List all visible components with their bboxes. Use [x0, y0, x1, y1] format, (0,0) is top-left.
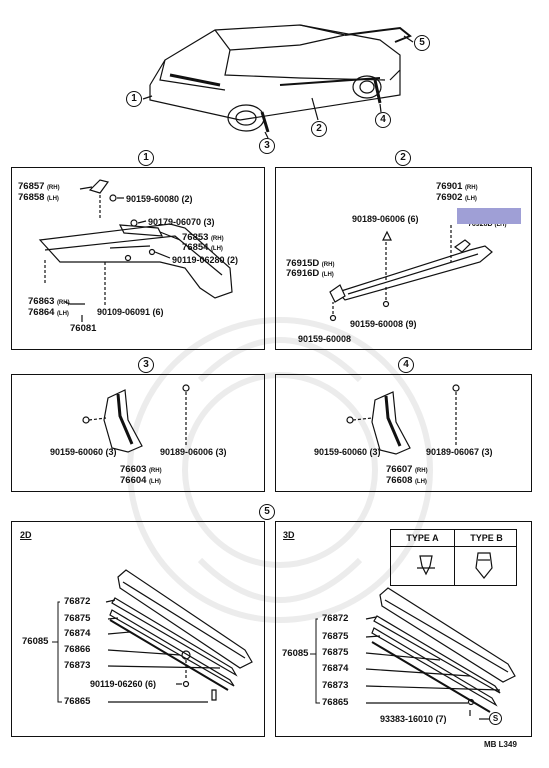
panel-2-callout: 2 [395, 150, 411, 166]
bolt-90119-06260[interactable]: 90119-06260 (6) [90, 679, 157, 689]
part-76873[interactable]: 76873 [64, 660, 91, 671]
part-76604[interactable]: 76604 (LH) [120, 475, 161, 486]
panel-1-callout: 1 [138, 150, 154, 166]
group-76085[interactable]: 76085 [22, 636, 49, 647]
screw-90159-60060[interactable]: 90159-60060 (3) [314, 447, 381, 457]
panel-4-callout: 4 [398, 357, 414, 373]
part-76853[interactable]: 76853 (RH) [182, 232, 224, 243]
scuff-plate-3d-art [365, 552, 516, 720]
panel-rocker [275, 167, 532, 350]
car-overview [142, 24, 414, 139]
part-76608[interactable]: 76608 (LH) [386, 475, 427, 486]
clip-90189-06006[interactable]: 90189-06006 (3) [160, 447, 227, 457]
part-76928-partial[interactable]: 76928D (LH) [468, 221, 507, 228]
front-spoiler-art [38, 179, 233, 322]
part-76864[interactable]: 76864 (LH) [28, 307, 69, 318]
clip-90119-06280[interactable]: 90119-06280 (2) [172, 255, 239, 265]
part-76875[interactable]: 76875 [64, 613, 91, 624]
part-76874[interactable]: 76874 [322, 663, 349, 674]
mudflap-3-art [82, 384, 190, 453]
part-76872[interactable]: 76872 [322, 613, 349, 624]
part-76863[interactable]: 76863 (RH) [28, 296, 70, 307]
group-76085[interactable]: 76085 [282, 648, 309, 659]
mudflap-4-art [346, 384, 460, 455]
clip-90189-06067[interactable]: 90189-06067 (3) [426, 447, 493, 457]
clip-90179-06070[interactable]: 90179-06070 (3) [148, 217, 215, 227]
part-76874[interactable]: 76874 [64, 628, 91, 639]
redaction-box [457, 208, 521, 224]
part-76902[interactable]: 76902 (LH) [436, 192, 477, 203]
panel-5-callout: 5 [259, 504, 275, 520]
part-76915d[interactable]: 76915D (RH) [286, 258, 335, 269]
screw-90159-60060[interactable]: 90159-60060 (3) [50, 447, 117, 457]
part-76857[interactable]: 76857 (RH) [18, 181, 60, 192]
scuff-plate-2d-art [105, 569, 253, 703]
screw-90159-60008-9[interactable]: 90159-60008 (9) [350, 319, 417, 329]
panel-mudflap-3 [11, 374, 265, 492]
part-76854[interactable]: 76854 (LH) [182, 242, 223, 253]
part-76873[interactable]: 76873 [322, 680, 349, 691]
bolt-90159-60080[interactable]: 90159-60080 (2) [126, 194, 193, 204]
watermark-emblem [127, 317, 433, 623]
rocker-panel-art [329, 225, 493, 322]
panel-scuff-3d [275, 521, 532, 737]
clip-s-mark: S [489, 712, 502, 725]
part-76603[interactable]: 76603 (RH) [120, 464, 162, 475]
clip-90189-06006[interactable]: 90189-06006 (6) [352, 214, 419, 224]
part-76875[interactable]: 76875 [322, 631, 349, 642]
clip-93383-16010[interactable]: 93383-16010 (7) [380, 714, 447, 724]
part-76875-b[interactable]: 76875 [322, 647, 349, 658]
part-76607[interactable]: 76607 (RH) [386, 464, 428, 475]
type-a-label: TYPE A [406, 533, 439, 543]
callout-2[interactable]: 2 [311, 121, 327, 137]
bolt-90109-06091[interactable]: 90109-06091 (6) [97, 307, 164, 317]
part-76901[interactable]: 76901 (RH) [436, 181, 478, 192]
clip-type-legend: TYPE A TYPE B [390, 529, 517, 586]
panel-scuff-2d [11, 521, 265, 737]
page-code: MB L349 [484, 740, 517, 749]
panel-front-spoiler [11, 167, 265, 350]
callout-5[interactable]: 5 [414, 35, 430, 51]
part-76866[interactable]: 76866 [64, 644, 91, 655]
part-76872[interactable]: 76872 [64, 596, 91, 607]
callout-4[interactable]: 4 [375, 112, 391, 128]
part-76081[interactable]: 76081 [70, 323, 97, 334]
part-76865[interactable]: 76865 [64, 696, 91, 707]
part-76916d[interactable]: 76916D (LH) [286, 268, 334, 279]
part-76865[interactable]: 76865 [322, 697, 349, 708]
panel-mudflap-4 [275, 374, 532, 492]
section-3d-title: 3D [283, 530, 295, 540]
section-2d-title: 2D [20, 530, 32, 540]
callout-1[interactable]: 1 [126, 91, 142, 107]
callout-3[interactable]: 3 [259, 138, 275, 154]
type-b-label: TYPE B [454, 530, 518, 546]
screw-90159-60008[interactable]: 90159-60008 [298, 334, 352, 344]
part-76858[interactable]: 76858 (LH) [18, 192, 59, 203]
panel-3-callout: 3 [138, 357, 154, 373]
